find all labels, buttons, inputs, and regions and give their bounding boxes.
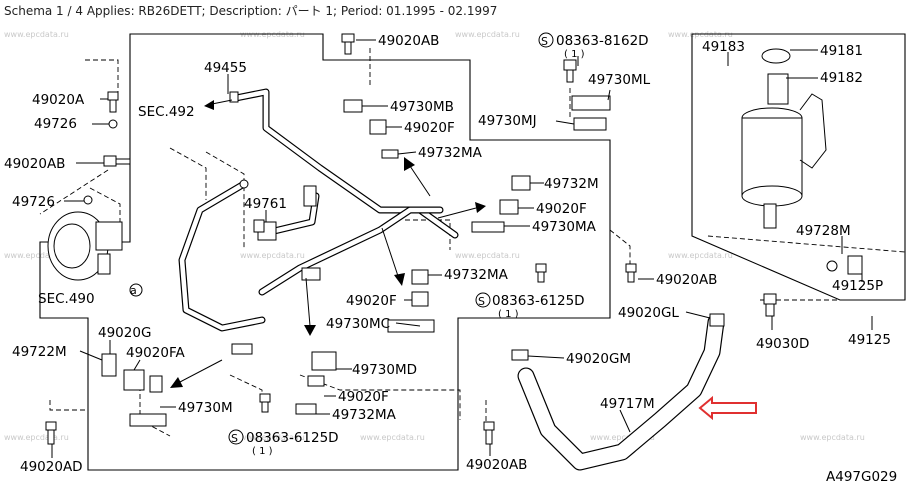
- watermark: www.epcdata.ru: [4, 251, 69, 260]
- part-label-49730MB[interactable]: 49730MB: [390, 99, 454, 115]
- watermark: www.epcdata.ru: [240, 433, 305, 442]
- part-label-49020AD[interactable]: 49020AD: [20, 459, 83, 475]
- part-label-49020FA[interactable]: 49020FA: [126, 345, 185, 361]
- a-callout: a: [130, 284, 137, 297]
- clamps-brackets: [101, 95, 725, 427]
- part-label-49761[interactable]: 49761: [244, 196, 287, 212]
- part-label-49020G[interactable]: 49020G: [98, 325, 151, 341]
- part-labels: 49020AB 08363-8162D ( 1 ) 49183 49181 49…: [4, 33, 897, 485]
- part-label-49182[interactable]: 49182: [820, 70, 863, 86]
- watermark: www.epcdata.ru: [4, 30, 69, 39]
- watermark: www.epcdata.ru: [4, 433, 69, 442]
- schema-header: Schema 1 / 4 Applies: RB26DETT; Descript…: [0, 0, 919, 22]
- part-label-49020AB[interactable]: 49020AB: [466, 457, 527, 473]
- diagram-code: A497G029: [826, 469, 897, 485]
- watermark: www.epcdata.ru: [240, 251, 305, 260]
- s-symbol: S: [541, 35, 548, 48]
- part-label-49181[interactable]: 49181: [820, 43, 863, 59]
- main-assembly-frame: [39, 33, 611, 471]
- part-label-49722M[interactable]: 49722M: [12, 344, 67, 360]
- part-label-49732MA[interactable]: 49732MA: [332, 407, 397, 423]
- watermark: www.epcdata.ru: [455, 251, 520, 260]
- part-label-49020GL[interactable]: 49020GL: [618, 305, 679, 321]
- part-label-49455[interactable]: 49455: [204, 60, 247, 76]
- s-symbol: S: [231, 432, 238, 445]
- indicator-arrow: [698, 395, 757, 421]
- s-symbols: S S S: [228, 32, 554, 445]
- part-label-49728M[interactable]: 49728M: [796, 223, 851, 239]
- s-symbol: S: [478, 295, 485, 308]
- watermark: www.epcdata.ru: [800, 433, 865, 442]
- part-label-49730M[interactable]: 49730M: [178, 400, 233, 416]
- watermark: www.epcdata.ru: [668, 251, 733, 260]
- part-label-08363-6125D[interactable]: 08363-6125D: [492, 293, 585, 309]
- part-label-49125P[interactable]: 49125P: [832, 278, 883, 294]
- part-label-08363-8162D[interactable]: 08363-8162D: [556, 33, 649, 49]
- part-label-49730ML[interactable]: 49730ML: [588, 72, 651, 88]
- part-label-49726[interactable]: 49726: [12, 194, 55, 210]
- quantity-label: ( 1 ): [498, 309, 519, 320]
- watermark: www.epcdata.ru: [360, 433, 425, 442]
- watermark: www.epcdata.ru: [590, 433, 655, 442]
- part-label-49020F[interactable]: 49020F: [346, 293, 397, 309]
- section-ref-492[interactable]: SEC.492: [138, 104, 195, 120]
- oil-pump: [47, 211, 143, 297]
- part-label-49020AB[interactable]: 49020AB: [378, 33, 439, 49]
- part-label-49732MA[interactable]: 49732MA: [444, 267, 509, 283]
- part-label-49020AB[interactable]: 49020AB: [656, 272, 717, 288]
- part-label-49726[interactable]: 49726: [34, 116, 77, 132]
- part-label-49717M[interactable]: 49717M: [600, 396, 655, 412]
- part-label-49732MA[interactable]: 49732MA: [418, 145, 483, 161]
- return-hose: [517, 313, 725, 471]
- direction-arrows: [170, 99, 486, 388]
- part-label-49020GM[interactable]: 49020GM: [566, 351, 631, 367]
- part-label-49020A[interactable]: 49020A: [32, 92, 85, 108]
- part-label-08363-6125D[interactable]: 08363-6125D: [246, 430, 339, 446]
- part-label-49020F[interactable]: 49020F: [338, 389, 389, 405]
- part-label-49732M[interactable]: 49732M: [544, 176, 599, 192]
- watermark: www.epcdata.ru: [455, 30, 520, 39]
- part-label-49125[interactable]: 49125: [848, 332, 891, 348]
- bolts: [45, 33, 777, 445]
- part-label-49183[interactable]: 49183: [702, 39, 745, 55]
- reservoir-tank: [741, 48, 863, 275]
- label-leaders: [51, 39, 873, 458]
- part-label-49730MD[interactable]: 49730MD: [352, 362, 417, 378]
- quantity-label: ( 1 ): [252, 446, 273, 457]
- quantity-label: ( 1 ): [564, 49, 585, 60]
- part-label-49730MC[interactable]: 49730MC: [326, 316, 390, 332]
- part-label-49730MJ[interactable]: 49730MJ: [478, 113, 537, 129]
- part-label-49020F[interactable]: 49020F: [404, 120, 455, 136]
- section-ref-490[interactable]: SEC.490: [38, 291, 95, 307]
- schema-description: Schema 1 / 4 Applies: RB26DETT; Descript…: [4, 4, 498, 18]
- part-label-49030D[interactable]: 49030D: [756, 336, 809, 352]
- leader-lines: [39, 48, 906, 437]
- part-label-49730MA[interactable]: 49730MA: [532, 219, 597, 235]
- part-label-49020AB[interactable]: 49020AB: [4, 156, 65, 172]
- part-label-49020F[interactable]: 49020F: [536, 201, 587, 217]
